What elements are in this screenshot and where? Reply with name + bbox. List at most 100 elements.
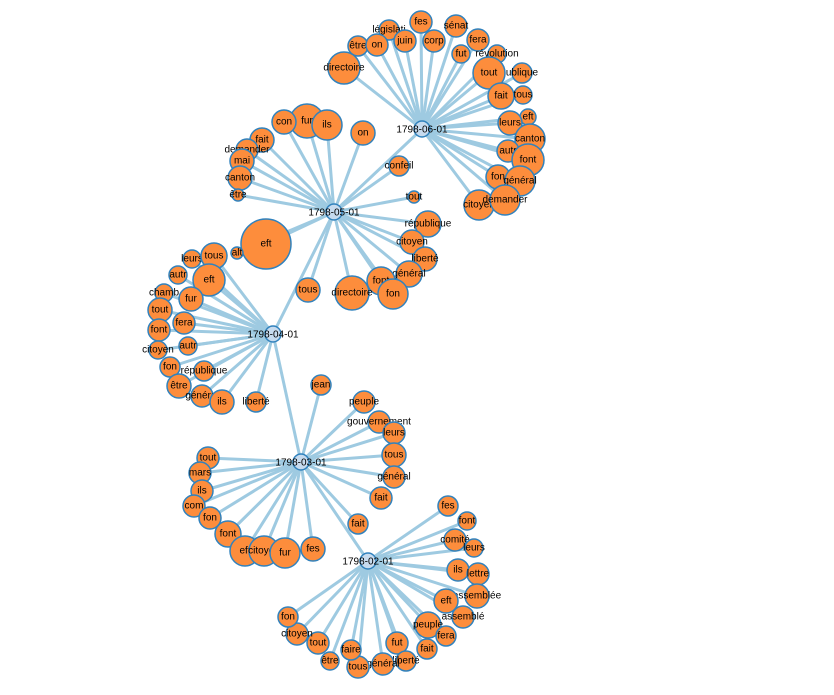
word-node[interactable]: peuple (349, 390, 379, 414)
word-node[interactable]: leurs (497, 110, 523, 136)
word-node[interactable]: fon (377, 278, 409, 310)
word-node-circle[interactable] (443, 528, 467, 552)
word-node-circle[interactable] (193, 360, 215, 382)
word-node[interactable]: liberté (242, 391, 270, 413)
word-node[interactable]: citoyen (281, 622, 313, 646)
word-node[interactable]: tout (472, 56, 506, 90)
word-node-circle[interactable] (407, 190, 421, 204)
word-node[interactable]: fes (300, 536, 326, 562)
date-hub-node[interactable]: 1798-03-01 (275, 453, 327, 471)
word-node[interactable]: fut (385, 631, 409, 655)
word-node[interactable]: fur (269, 537, 301, 569)
word-node[interactable]: tous (295, 277, 321, 303)
word-node-circle[interactable] (395, 260, 423, 288)
word-node-circle[interactable] (451, 605, 475, 629)
word-node[interactable]: on (365, 33, 389, 57)
word-node[interactable]: république (181, 360, 228, 382)
word-node[interactable]: tout (406, 190, 423, 204)
word-node-circle[interactable] (327, 51, 361, 85)
word-node-circle[interactable] (414, 611, 442, 639)
word-node-circle[interactable] (209, 389, 235, 415)
word-node-circle[interactable] (435, 625, 457, 647)
word-node-circle[interactable] (378, 19, 400, 41)
word-node[interactable]: jean (310, 374, 332, 396)
word-node[interactable]: tous (381, 442, 407, 468)
word-node[interactable]: tous (200, 242, 228, 270)
word-node[interactable]: fon (277, 606, 299, 628)
word-node-circle[interactable] (422, 29, 446, 53)
word-node[interactable]: général (366, 652, 400, 676)
word-node[interactable]: citoyen (396, 229, 428, 255)
word-node[interactable]: être (229, 188, 247, 202)
word-node[interactable]: fait (369, 486, 393, 510)
word-node-circle[interactable] (166, 373, 192, 399)
word-node-circle[interactable] (369, 486, 393, 510)
word-node[interactable]: ils (209, 389, 235, 415)
word-node-circle[interactable] (168, 265, 188, 285)
word-node[interactable]: alt (230, 246, 244, 260)
word-node-circle[interactable] (300, 536, 326, 562)
word-node-circle[interactable] (182, 494, 206, 518)
word-node-circle[interactable] (340, 639, 362, 661)
word-node[interactable]: fera (172, 311, 196, 335)
word-node-circle[interactable] (472, 56, 506, 90)
word-node-circle[interactable] (230, 246, 244, 260)
word-node[interactable]: lettre (466, 562, 490, 586)
word-node[interactable]: république (405, 210, 452, 238)
word-node[interactable]: fera (435, 625, 457, 647)
word-node-circle[interactable] (285, 622, 309, 646)
word-node[interactable]: tous (513, 85, 533, 105)
word-node-circle[interactable] (352, 390, 376, 414)
word-node[interactable]: assemblée (453, 583, 502, 609)
date-hub-node[interactable]: 1798-02-01 (342, 552, 394, 570)
word-node-circle[interactable] (497, 110, 523, 136)
word-node[interactable]: eft (433, 588, 459, 614)
word-node[interactable]: leurs (382, 421, 406, 445)
word-node[interactable]: fes (409, 10, 433, 34)
word-node-circle[interactable] (513, 85, 533, 105)
word-node[interactable]: assemblé (442, 605, 485, 629)
word-node[interactable]: faire (340, 639, 362, 661)
word-node[interactable]: eft (192, 263, 226, 297)
word-node-circle[interactable] (310, 374, 332, 396)
word-node[interactable]: juin (393, 29, 417, 53)
word-node-circle[interactable] (382, 465, 406, 489)
word-node[interactable]: com (182, 494, 206, 518)
word-node-circle[interactable] (148, 340, 168, 360)
word-node[interactable]: autr (178, 336, 198, 356)
word-node-circle[interactable] (178, 286, 204, 312)
word-node-circle[interactable] (464, 538, 484, 558)
word-node[interactable]: fut (451, 44, 471, 64)
date-hub-node-circle[interactable] (413, 120, 431, 138)
word-node-circle[interactable] (395, 650, 417, 672)
word-node-circle[interactable] (295, 277, 321, 303)
word-node[interactable]: fes (437, 495, 459, 517)
word-node[interactable]: fur (178, 286, 204, 312)
word-node[interactable]: con (271, 109, 297, 135)
word-node[interactable]: être (320, 651, 340, 671)
word-node[interactable]: être (166, 373, 192, 399)
word-node[interactable]: citoyen (142, 340, 174, 360)
date-hub-node[interactable]: 1798-05-01 (308, 203, 360, 221)
word-node-circle[interactable] (444, 14, 468, 38)
date-hub-node[interactable]: 1798-04-01 (247, 325, 299, 343)
word-node-circle[interactable] (437, 495, 459, 517)
word-node-circle[interactable] (433, 588, 459, 614)
word-node-circle[interactable] (399, 229, 425, 255)
word-node[interactable]: fait (487, 82, 515, 110)
word-node[interactable]: législati (372, 19, 406, 41)
word-node[interactable]: fait (416, 638, 438, 660)
word-node-circle[interactable] (365, 33, 389, 57)
word-node[interactable]: font (147, 318, 171, 342)
word-node[interactable]: autr (168, 265, 188, 285)
word-node-circle[interactable] (311, 109, 343, 141)
word-node[interactable]: directoire (331, 275, 373, 311)
word-node-circle[interactable] (347, 513, 369, 535)
word-node[interactable]: demander (482, 184, 528, 216)
word-node-circle[interactable] (245, 391, 267, 413)
word-node[interactable]: font (457, 511, 477, 531)
word-node[interactable]: tout (306, 631, 330, 655)
word-node-circle[interactable] (240, 218, 292, 270)
word-node-circle[interactable] (371, 652, 395, 676)
word-node-circle[interactable] (178, 336, 198, 356)
